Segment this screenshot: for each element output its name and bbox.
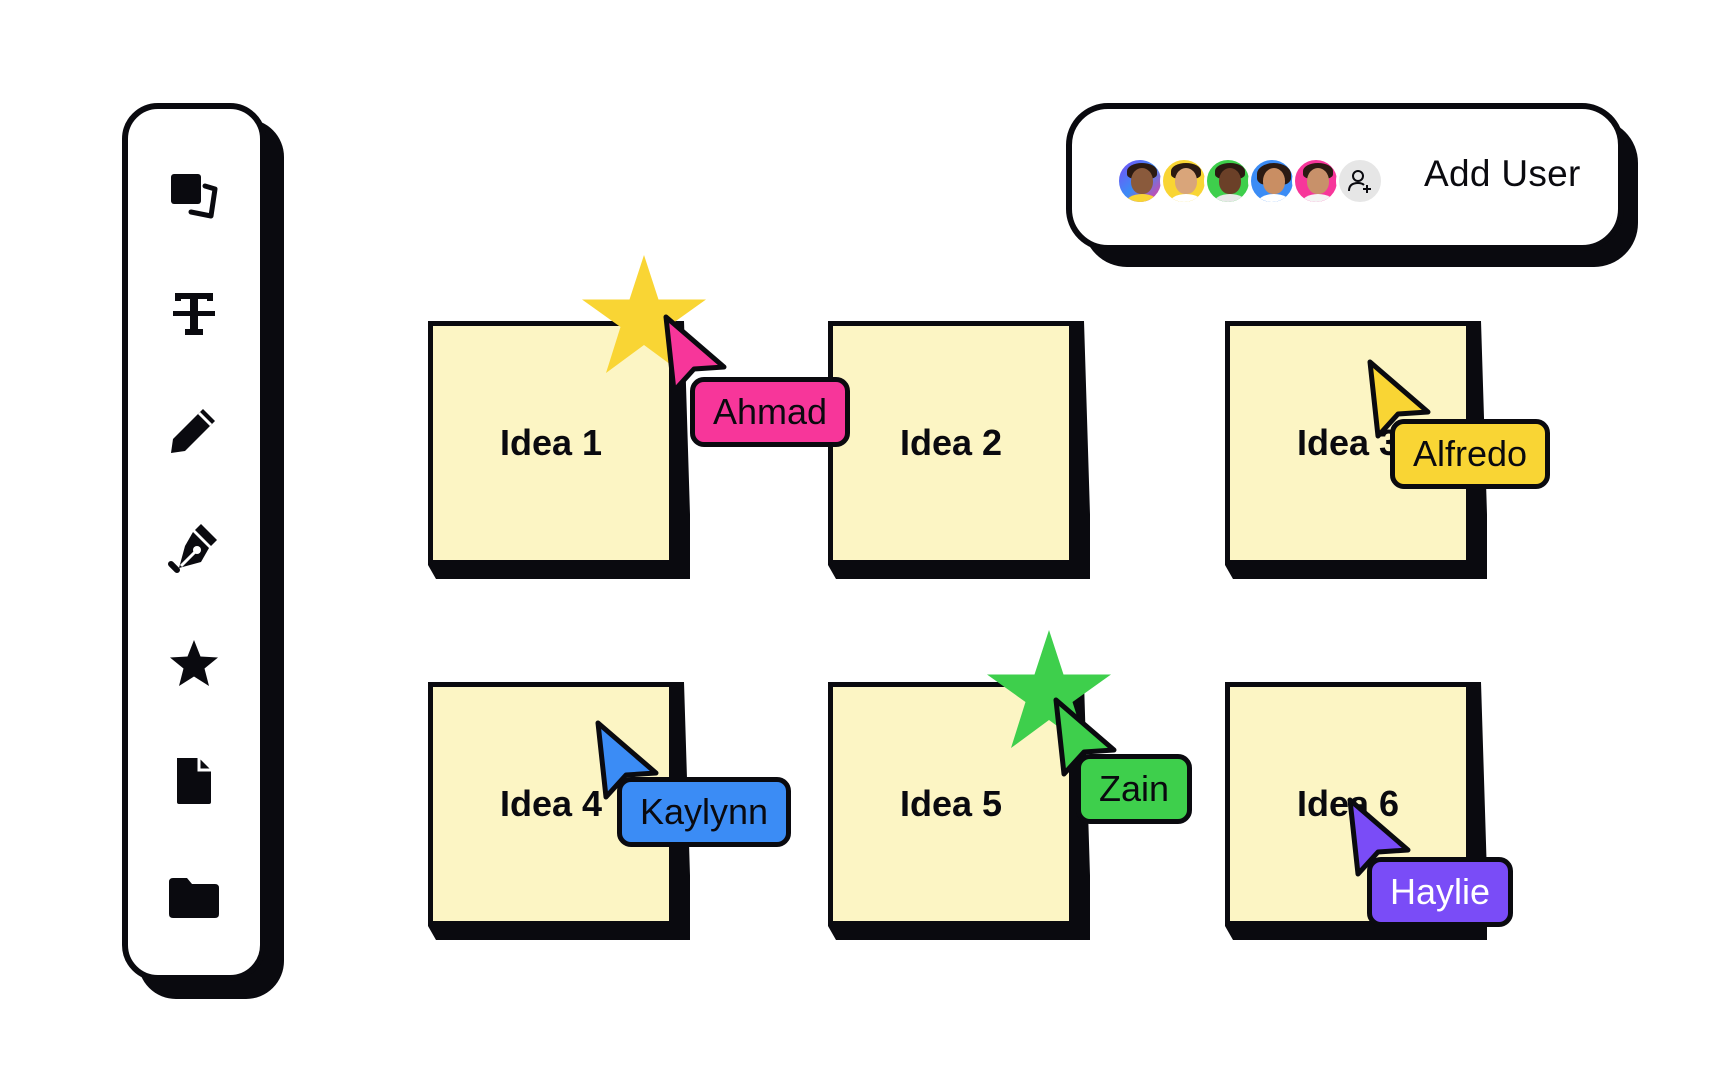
yellow-star-icon[interactable] [582,255,706,373]
cursor-haylie-icon [1347,797,1411,877]
pencil-tool[interactable] [166,402,222,458]
collaborator-name: Kaylynn [640,791,769,832]
folder-icon [169,878,219,918]
document-icon [177,758,211,804]
avatar[interactable] [1248,157,1296,205]
collaborator-tag-haylie: Haylie [1367,857,1514,927]
star-icon [170,640,218,686]
note-label: Idea 5 [899,783,1003,824]
collaborator-tag-kaylynn: Kaylynn [617,777,792,847]
note-label: Idea 2 [899,422,1003,463]
toolbar [122,103,266,981]
avatar[interactable] [1292,157,1340,205]
avatar[interactable] [1116,157,1164,205]
sticky-note[interactable]: Idea 1 [428,321,690,579]
folder-tool[interactable] [166,869,222,925]
sticky-note[interactable]: Idea 2 [828,321,1090,579]
add-user-button[interactable]: Add User [1424,153,1581,194]
green-star-icon[interactable] [987,630,1111,748]
pen-nib-icon [168,524,217,573]
collaborator-name: Zain [1099,768,1170,809]
text-icon [173,293,215,335]
collaborator-tag-ahmad: Ahmad [690,377,851,447]
cursor-zain-icon [1053,697,1117,777]
collaborator-name: Ahmad [713,391,828,432]
avatar[interactable] [1160,157,1208,205]
pencil-icon [171,409,215,453]
avatar[interactable] [1204,157,1252,205]
collaborator-name: Haylie [1390,871,1491,912]
collaborator-tag-zain: Zain [1076,754,1193,824]
star-tool[interactable] [166,636,222,692]
cursor-kaylynn-icon [595,720,659,800]
document-tool[interactable] [166,753,222,809]
cursor-alfredo-icon [1367,359,1431,439]
collaborator-tag-alfredo: Alfredo [1390,419,1551,489]
note-label: Idea 1 [499,422,603,463]
pen-nib-tool[interactable] [166,519,222,575]
shapes-icon [171,174,218,219]
shapes-tool[interactable] [166,169,222,225]
userbar: Add User [1066,103,1624,251]
collaborator-name: Alfredo [1413,433,1528,474]
text-tool[interactable] [166,286,222,342]
cursor-ahmad-icon [663,314,727,394]
note-label: Idea 4 [499,783,603,824]
add-user-icon[interactable] [1336,157,1384,205]
